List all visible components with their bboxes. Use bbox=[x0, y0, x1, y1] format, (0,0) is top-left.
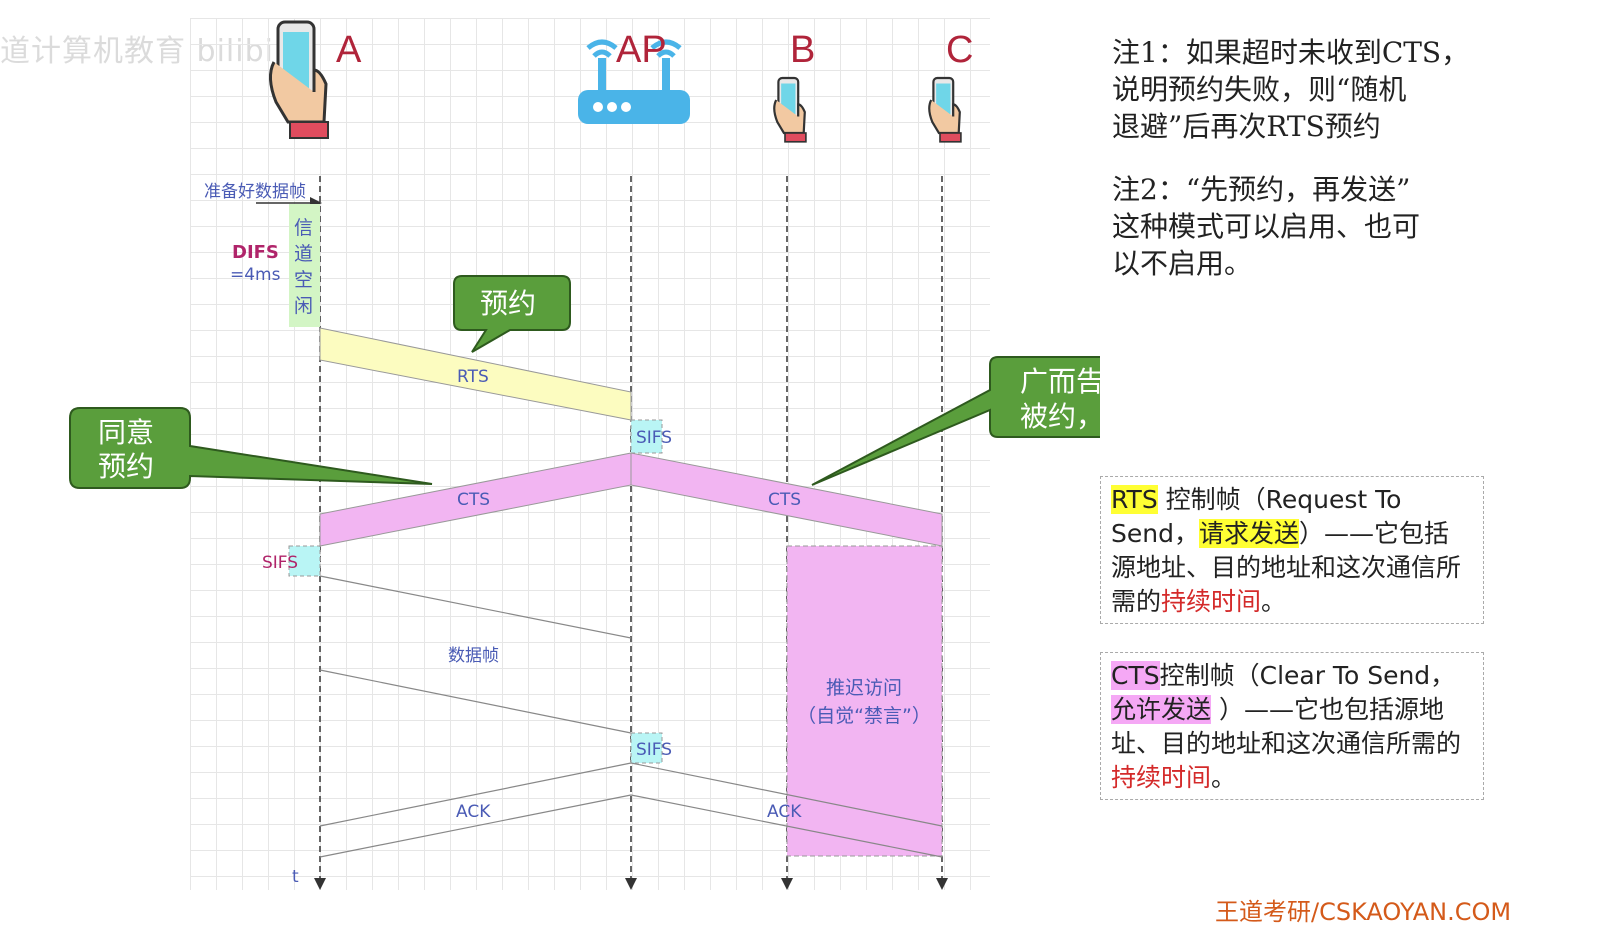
callout-reserve: 预约 bbox=[453, 275, 571, 353]
node-label-b: B bbox=[790, 29, 815, 71]
cts-duration: 持续时间 bbox=[1111, 763, 1212, 792]
note-1: 注1：如果超时未收到CTS， 说明预约失败，则“随机 退避”后再次RTS预约 bbox=[1112, 36, 1470, 143]
sifs-a-label: SIFS bbox=[262, 553, 298, 573]
cts-term: CTS bbox=[1111, 661, 1160, 690]
rts-desc-1: 控制帧（Request To Send， bbox=[1111, 485, 1402, 548]
sifs-a bbox=[288, 545, 321, 577]
prepare-frame-label: 准备好数据帧 bbox=[204, 182, 306, 202]
data-frame-bottom-edge bbox=[319, 669, 632, 734]
defer-access-region bbox=[786, 545, 943, 857]
svg-text:被约，勿扰）: 被约，勿扰） bbox=[1020, 400, 1100, 433]
ack-right-bottom-edge bbox=[630, 794, 943, 858]
time-axis-label: t bbox=[292, 867, 299, 887]
svg-text:预约: 预约 bbox=[480, 287, 536, 320]
difs-value: =4ms bbox=[230, 265, 281, 285]
node-label-c: C bbox=[946, 29, 973, 71]
note-2: 注2：“先预约，再发送” 这种模式可以启用、也可 以不启用。 bbox=[1112, 173, 1421, 280]
rts-definition-box: RTS 控制帧（Request To Send，请求发送）——它包括源地址、目的… bbox=[1100, 476, 1484, 624]
ack-right-label: ACK bbox=[767, 802, 802, 822]
svg-text:道: 道 bbox=[294, 243, 313, 265]
channel-idle-band bbox=[289, 204, 320, 327]
sifs-ap-1-label: SIFS bbox=[636, 428, 672, 448]
rts-duration: 持续时间 bbox=[1161, 587, 1262, 616]
node-label-a: A bbox=[336, 29, 362, 71]
ack-right-top-edge bbox=[630, 762, 943, 827]
footer-brand: 王道考研/CSKAOYAN.COM bbox=[1215, 898, 1512, 926]
ack-left-top-edge bbox=[319, 762, 632, 827]
cts-desc-2: ）——它也包括源地址、目的地址和这次通信所需的 bbox=[1111, 695, 1462, 758]
callout-broadcast: 广而告之（已 被约，勿扰） bbox=[811, 356, 1100, 486]
cts-desc-3: 。 bbox=[1211, 763, 1237, 792]
sifs-ap-2-label: SIFS bbox=[636, 740, 672, 760]
rts-desc-3: 。 bbox=[1261, 587, 1287, 616]
phone-in-hand-icon bbox=[928, 76, 962, 143]
cts-desc-1: 控制帧（Clear To Send， bbox=[1159, 661, 1456, 690]
svg-text:闲: 闲 bbox=[294, 295, 313, 317]
rts-frame-label: RTS bbox=[457, 367, 489, 387]
csma-ca-timing-diagram: A AP B C t 准备好数据帧 DIFS =4ms 信 道 空 闲 RTS … bbox=[69, 20, 1100, 890]
svg-text:空: 空 bbox=[294, 269, 313, 291]
callout-agree-reservation: 同意 预约 bbox=[69, 407, 433, 489]
ack-left-label: ACK bbox=[456, 802, 491, 822]
ack-left-bottom-edge bbox=[319, 794, 632, 858]
notes-panel: 注1：如果超时未收到CTS， 说明预约失败，则“随机 退避”后再次RTS预约 注… bbox=[1112, 34, 1592, 308]
defer-label-line2: （自觉“禁言”） bbox=[797, 705, 931, 727]
data-frame-label: 数据帧 bbox=[448, 646, 499, 666]
phone-in-hand-icon bbox=[773, 76, 807, 143]
phone-in-hand-icon bbox=[269, 20, 329, 139]
svg-text:广而告之（已: 广而告之（已 bbox=[1020, 365, 1100, 398]
cts-left-label: CTS bbox=[457, 490, 490, 510]
channel-idle-label: 信 道 空 闲 bbox=[294, 217, 313, 317]
rts-meaning: 请求发送 bbox=[1198, 519, 1299, 548]
defer-label-line1: 推迟访问 bbox=[826, 677, 902, 699]
svg-text:同意: 同意 bbox=[98, 416, 154, 449]
rts-desc-2: ）——它包括源地址、目的地址和这次通信所需的 bbox=[1111, 519, 1462, 616]
rts-term: RTS bbox=[1111, 485, 1158, 514]
data-frame-top-edge bbox=[319, 575, 632, 639]
svg-text:预约: 预约 bbox=[98, 450, 154, 483]
sifs-ap-2 bbox=[630, 732, 663, 764]
cts-right-label: CTS bbox=[768, 490, 801, 510]
node-label-ap: AP bbox=[616, 29, 667, 71]
cts-meaning: 允许发送 bbox=[1111, 695, 1212, 724]
sifs-ap-1 bbox=[630, 419, 663, 454]
wifi-router-icon bbox=[578, 39, 690, 124]
svg-text:信: 信 bbox=[294, 217, 313, 239]
cts-definition-box: CTS控制帧（Clear To Send， 允许发送 ）——它也包括源地址、目的地… bbox=[1100, 652, 1484, 800]
difs-label: DIFS bbox=[232, 242, 279, 263]
